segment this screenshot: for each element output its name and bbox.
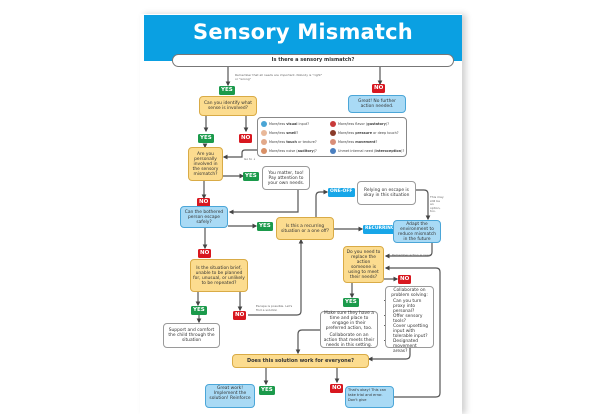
arrow [222, 149, 257, 160]
sense-item: More/less pressure or deep touch? [330, 130, 399, 136]
node-thats-okay: That's okay! This can take trial and err… [345, 386, 394, 408]
senses-list: More/less visual input? More/less smell?… [257, 117, 407, 157]
interoception-icon [330, 148, 336, 154]
node-great-work: Great work! Implement the solution! Rein… [205, 384, 255, 408]
node-collaborate: Collaborate on problem solving: Can you … [385, 286, 434, 354]
collaborate-list: Can you turn proxy into personal? Offer … [388, 299, 431, 354]
movement-icon [330, 139, 336, 145]
no-label: NO [239, 134, 253, 143]
arrow [416, 189, 431, 221]
no-label: NO [372, 84, 386, 93]
nose-icon [261, 130, 267, 136]
note-needs: Remember that all needs are important. N… [235, 73, 323, 81]
sense-item: More/less movement? [330, 139, 377, 145]
collaborate-item: Offer sensory tools? [393, 314, 431, 324]
note-escape-possible: Escape is possible. Let's find a solutio… [256, 304, 293, 312]
no-label: NO [197, 198, 211, 207]
sense-item: More/less visual input? [261, 121, 309, 127]
poster-title: Sensory Mismatch [193, 20, 413, 44]
yes-label: YES [198, 134, 214, 143]
arrow [315, 189, 329, 217]
lips-icon [330, 121, 336, 127]
hand-icon [261, 139, 267, 145]
node-make-sure: Make sure they have a time and place to … [320, 311, 378, 348]
node-support-comfort: Support and comfort the child through th… [163, 323, 220, 348]
one-off-label: ONE-OFF [328, 188, 355, 197]
yes-label: YES [257, 222, 273, 231]
arrow [295, 329, 320, 355]
collaborate-item: Can you turn proxy into personal? [393, 299, 431, 314]
note-still-option: This may still be an option, too. [430, 195, 444, 214]
yes-label: YES [259, 386, 275, 395]
node-personally-involved: Are you personally involved in the senso… [188, 147, 223, 181]
note-go-to: Go to ↓ [244, 157, 256, 161]
node-you-matter: You matter, too! Pay attention to your o… [262, 166, 310, 190]
collaborate-title: Collaborate on problem solving: [391, 288, 428, 298]
yes-label: YES [191, 306, 207, 315]
no-label: NO [198, 249, 212, 258]
yes-label: YES [243, 172, 259, 181]
node-identify-sense: Can you identify what sense is involved? [199, 96, 257, 116]
collaborate-item: Designated movement areas? [393, 339, 431, 354]
flow-connectors [195, 67, 441, 398]
sense-item: More/less noise (auditory)? [261, 148, 317, 154]
node-brief-situation: Is the situation brief, unable to be pla… [190, 259, 248, 292]
poster-header [144, 15, 462, 61]
arrow [248, 238, 304, 316]
arrow [367, 348, 411, 362]
ear-icon [261, 148, 267, 154]
sense-item: More/less touch or texture? [261, 139, 317, 145]
node-relying-escape: Relying on escape is okay in this situat… [357, 181, 416, 205]
arrow [228, 190, 299, 215]
node-no-action: Great! No further action needed. [348, 95, 406, 113]
no-label: NO [233, 311, 247, 320]
collaborate-action-text: Collaborate on an action that meets thei… [323, 333, 375, 348]
make-sure-text: Make sure they have a time and place to … [324, 311, 374, 331]
sense-item: More/less smell? [261, 130, 298, 136]
yes-label: YES [343, 298, 359, 307]
note-remember-action: Remember action = need [392, 253, 431, 257]
recurring-label: RECURRING [363, 225, 397, 234]
pressure-icon [330, 130, 336, 136]
node-solution-works: Does this solution work for everyone? [232, 354, 369, 368]
yes-label: YES [219, 86, 235, 95]
collaborate-item: Cover upsetting input with tolerable inp… [393, 324, 431, 339]
arrow [384, 265, 441, 398]
node-replace-action: Do you need to replace the action someon… [343, 246, 384, 283]
node-recurring-question: Is this a recurring situation or a one o… [276, 217, 334, 240]
eye-icon [261, 121, 267, 127]
no-label: NO [398, 275, 412, 284]
node-escape: Can the bothered person escape safely? [180, 206, 228, 228]
sense-item: More/less flavor (gustatory)? [330, 121, 389, 127]
node-adapt-environment: Adapt the environment to reduce mismatch… [393, 220, 441, 243]
arrow [384, 243, 433, 259]
no-label: NO [330, 384, 344, 393]
sense-item: Unmet internal need (interoception)? [330, 148, 404, 154]
start-question: Is there a sensory mismatch? [172, 54, 454, 67]
